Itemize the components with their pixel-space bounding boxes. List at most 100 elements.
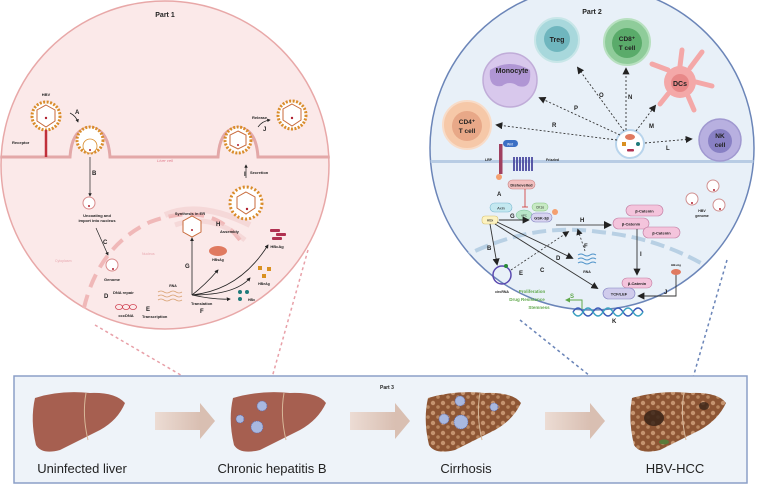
step-e2: E [519,271,523,277]
step-d2: D [556,256,561,262]
secretion-label: Secretion [250,170,269,175]
endoplasmic-reticulum [163,206,252,242]
step-o: O [599,93,604,99]
step-m: M [649,124,654,130]
hbv-label: HBV [42,92,51,97]
axin [489,202,513,213]
synthesis-er-label: Synthesis in ER [175,211,205,216]
nuclear-envelope-part2 [438,227,742,292]
beta-catenin-label-2: β-Catenin [622,222,641,227]
circrna-label: circRNA [495,290,509,294]
hbv-genomes [685,179,726,212]
cd8-label-2: T cell [619,45,636,52]
gsk3b [530,212,553,223]
hbsag-label-2: HBsAg [671,263,681,267]
outcome-stemness: Stemness [528,305,550,310]
part1-panel: Part 1 HBV Receptor A Liver cell B Uncoa… [0,0,330,330]
gsk3b-label: GSK-3β [534,216,549,221]
beta-catenin-label-4: β-Catenin [628,281,647,286]
nuclear-envelope [78,212,242,330]
cccdna-label: cccDNA [118,313,133,318]
translation-label: Translation [191,301,213,306]
stage-label-1: Uninfected liver [37,461,127,476]
cd4-t-cell: CD4⁺ T cell [442,100,492,150]
er-capsid [182,215,202,238]
dishevelled [507,179,536,190]
hbx-label: HBx [248,298,255,302]
wnt-label: Wnt [507,143,513,147]
step-j2: J [664,290,667,296]
step-c2: C [540,268,545,274]
step-g2: G [510,214,515,220]
dcs-label: DCs [673,81,687,88]
step-r: R [552,123,557,129]
frizzled-receptor [513,157,533,171]
uncoating-label-2: import into nucleus [78,218,116,223]
hbsag-label: HBsAg [212,258,224,262]
rna-label: RNA [169,284,177,288]
progression-arrow-3 [545,412,590,430]
beta-catenin-nuclear [621,277,653,289]
outcome-arrow [565,297,583,309]
part2-title: Part 2 [582,9,602,16]
part1-title: Part 1 [155,12,175,19]
dna-helix [572,307,644,317]
stage-label-2: Chronic hepatitis B [217,461,326,476]
cccdna [115,304,137,310]
cd8-t-cell: CD8⁺ T cell [603,18,651,66]
translation-arrows [190,237,269,302]
secreting-virion [223,125,253,155]
step-g: G [185,264,190,270]
beta-catenin-3 [642,226,681,239]
part3-title: Part 3 [380,385,394,391]
tcf-lef-label: TCF/LEF [611,292,628,297]
cd4-label-1: CD4⁺ [459,119,476,126]
step-j: J [263,127,266,133]
nk-cell: NK cell [698,118,742,162]
step-d: D [104,294,109,300]
hbcag-label: HBcAg [270,244,284,249]
step-a2: A [497,192,502,198]
outcome-drug-resistance: Drug Resistance [509,297,545,302]
hbcag-icon [270,229,286,240]
part3-panel: Part 3 Uninfected liver Chronic hepatiti… [13,375,748,484]
receptor-label: Receptor [12,140,30,145]
beta-catenin-label-1: β-Catenin [635,209,654,214]
step-f2: F [584,244,588,250]
step-i: I [244,172,246,178]
hbv-virion [30,100,62,132]
cd8-label-1: CD8⁺ [619,36,636,43]
circrna [492,265,512,285]
axin-label: Axin [497,206,505,211]
hbx-arrows [489,221,599,289]
step-p: P [574,106,578,112]
monocyte-label: Monocyte [496,68,529,75]
lrp-receptor [499,144,503,174]
frizzled-label: Frizzled [546,158,559,162]
hbx-icon [238,290,249,301]
liver-chronic-hbv [230,392,326,452]
beta-catenin-2 [612,217,650,230]
rna-strands [157,290,183,302]
cell-membrane-part2 [430,160,754,163]
treg-label: Treg [550,37,565,44]
uncoated-capsid [82,196,96,210]
beta-catenin-label-3: β-Catenin [652,231,671,236]
step-i2: I [640,252,642,258]
nk-label-2: cell [715,142,726,149]
genome [105,258,119,272]
lrp-label: LRP [485,158,493,162]
stage-label-4: HBV-HCC [646,461,705,476]
step-k: K [612,319,617,325]
outcome-proliferation: Proliferation [519,289,546,294]
transcription-label: Transcription [142,314,168,319]
progression-arrow-2 [350,412,395,430]
nucleus-label: Nucleus [142,252,155,256]
dishevelled-label: Dishevelled [510,183,533,188]
hbsag-icon-2 [671,269,681,275]
assembly-label: Assembly [220,229,240,234]
step-c: C [103,240,108,246]
apc-label: APC [521,214,527,218]
hbeag-icon [258,266,271,278]
